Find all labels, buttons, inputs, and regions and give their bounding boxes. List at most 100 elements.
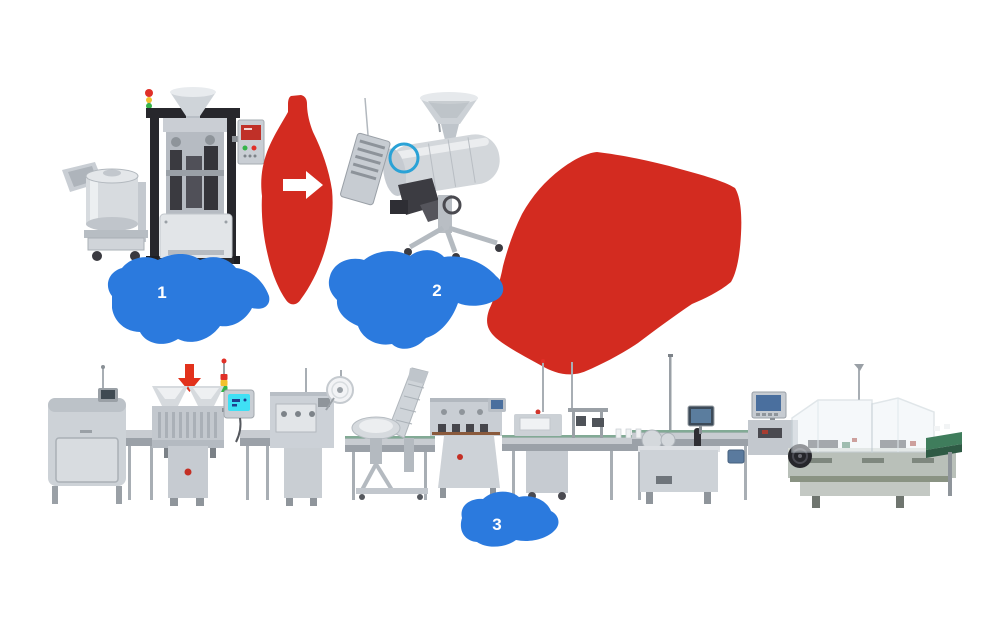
start-button <box>242 145 248 151</box>
counting-machine <box>152 386 255 506</box>
packaging-line <box>48 354 962 508</box>
sensor-head <box>576 416 586 426</box>
barrel-bottom <box>86 217 138 231</box>
touchscreen-display <box>228 394 250 411</box>
inserter-window <box>275 403 317 433</box>
small-panel <box>318 398 330 407</box>
step-marker-3: 3 <box>460 491 559 547</box>
acrylic-guard <box>791 399 873 453</box>
cart-frame <box>87 237 145 251</box>
capping-machine <box>430 398 506 498</box>
tower-light-icon <box>220 358 228 392</box>
counting-channels <box>158 412 217 438</box>
touchscreen-display <box>691 409 711 423</box>
antenna-pole <box>858 368 860 400</box>
acrylic-guard <box>871 397 935 453</box>
alarm-yellow-light <box>146 97 152 103</box>
polisher-hopper <box>420 92 478 140</box>
arrow-down-icon <box>178 364 201 392</box>
capsule-polishing-machine <box>340 92 503 261</box>
machine-foot <box>286 498 293 506</box>
cart-platform <box>84 230 148 238</box>
machine-foot <box>196 498 204 506</box>
machine-foot <box>440 488 446 498</box>
arrow-right-icon <box>283 171 323 199</box>
unscrambler-door <box>55 437 119 483</box>
emergency-button <box>457 454 463 460</box>
step-marker-1: 1 <box>107 254 270 344</box>
capsule-filling-machine <box>62 87 265 264</box>
labeler-cabinet <box>640 450 718 492</box>
bottle-unscrambler <box>48 365 126 504</box>
caster-wheel <box>404 248 412 256</box>
base-plate <box>356 488 428 494</box>
antenna-pole <box>102 368 104 398</box>
bottles-on-belt <box>615 428 642 439</box>
machine-foot <box>896 496 904 508</box>
roller <box>295 411 301 417</box>
flow-arrow-blob <box>261 95 333 305</box>
antenna-pole <box>542 362 544 412</box>
step-2-blob <box>328 250 504 349</box>
bowl-column <box>370 438 382 464</box>
machine-foot <box>417 494 423 500</box>
polishing-barrel <box>383 134 500 196</box>
machine-foot <box>646 492 653 504</box>
step-marker-2: 2 <box>328 250 504 349</box>
alarm-red-light <box>220 374 228 380</box>
outfeed-conveyor <box>926 424 962 496</box>
door-handle <box>80 430 92 433</box>
alarm-green-light <box>146 103 152 109</box>
sealer-label <box>519 417 551 431</box>
powder-loader-cart <box>62 162 148 261</box>
inserter-pedestal <box>284 448 322 498</box>
emergency-button <box>184 468 192 476</box>
roller <box>309 411 315 417</box>
name-plate <box>656 476 672 484</box>
conveyor-deck <box>502 437 648 444</box>
machine-foot <box>812 496 820 508</box>
conveyor-deck <box>122 430 158 438</box>
caster-wheel <box>558 492 566 500</box>
cart-arm <box>138 182 146 242</box>
labeling-machine <box>638 354 745 504</box>
roller <box>281 411 287 417</box>
step-3-blob <box>460 491 559 547</box>
machine-foot <box>170 498 178 506</box>
step-1-label: 1 <box>157 283 166 302</box>
barrel-lid <box>103 169 121 177</box>
step-1-blob <box>107 254 270 344</box>
highlight-blob <box>487 152 742 375</box>
alarm-red-light <box>145 89 153 97</box>
cart-wheel <box>92 251 102 261</box>
conveyor-legs <box>128 446 747 500</box>
polisher-control-panel <box>340 132 391 206</box>
step-3-label: 3 <box>492 515 501 534</box>
induction-sealer <box>514 359 573 500</box>
caster-wheel <box>495 244 503 252</box>
desiccant-inserter <box>270 368 354 506</box>
capping-heads <box>438 424 488 434</box>
capper-pedestal <box>438 436 500 488</box>
touchscreen-display <box>756 395 781 411</box>
machine-foot <box>490 488 496 498</box>
machine-foot <box>310 498 317 506</box>
conveyor-leg <box>948 452 952 496</box>
checkweigher-gantry <box>568 408 642 439</box>
tripod-stand <box>404 195 503 261</box>
filling-turret <box>163 118 227 216</box>
stop-button <box>251 145 257 151</box>
label-dispenser-rod <box>669 356 672 430</box>
handwheel <box>442 195 462 215</box>
antenna-pole <box>305 368 307 394</box>
conveyor-deck <box>240 430 275 438</box>
panel-support-rod <box>364 97 369 136</box>
carton-item <box>944 424 950 429</box>
machine-leg <box>116 486 122 504</box>
machine-foot <box>704 492 711 504</box>
tower-light-icon <box>145 89 153 112</box>
sealer-cabinet <box>526 451 568 493</box>
cartoning-machine <box>748 364 962 508</box>
guide-disc <box>660 432 676 448</box>
